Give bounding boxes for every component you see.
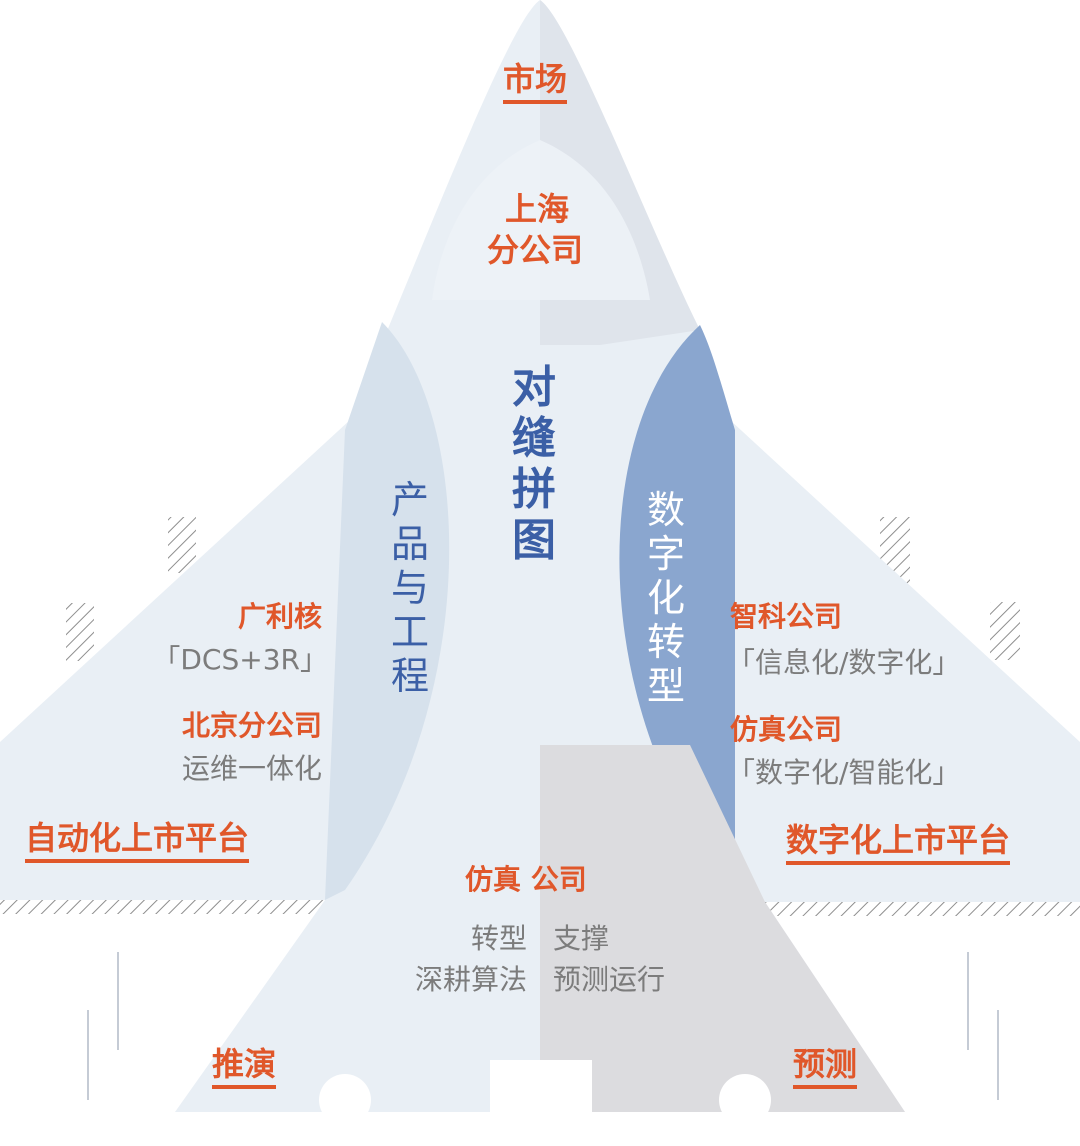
shanghai-branch-line2: 分公司 xyxy=(487,231,584,269)
band-left-title: 产 品 与 工 程 xyxy=(391,478,429,698)
nose-highlight xyxy=(432,140,650,300)
center-title-char: 缝 xyxy=(512,413,556,465)
hatch-mark-right-mid xyxy=(990,602,1020,660)
band-left-char: 与 xyxy=(391,566,430,611)
airframe xyxy=(0,0,1080,1112)
band-left-char: 程 xyxy=(391,654,430,699)
right-wing-platform: 数字化上市平台 xyxy=(786,824,1011,865)
band-right-title: 数 字 化 转 型 xyxy=(647,488,685,708)
left-wing-company2-desc: 运维一体化 xyxy=(181,752,322,785)
bottom-row2-right: 预测运行 xyxy=(553,963,666,996)
bottom-row1-left: 转型 xyxy=(470,922,527,955)
hatch-mark-left-top xyxy=(168,517,196,573)
center-title-char: 拼 xyxy=(512,464,556,516)
band-left-char: 工 xyxy=(391,610,430,655)
center-title-char: 对 xyxy=(512,362,556,413)
right-wing-company1: 智科公司 xyxy=(730,600,843,633)
tail-gap xyxy=(490,1060,592,1120)
right-wing-company2: 仿真公司 xyxy=(730,713,843,746)
band-right-char: 转 xyxy=(647,620,686,665)
band-right-char: 字 xyxy=(647,532,686,577)
bottom-row2-left: 深耕算法 xyxy=(414,963,527,996)
tail-label-prediction: 预测 xyxy=(793,1048,858,1089)
band-right xyxy=(619,325,735,890)
band-right-char: 化 xyxy=(647,576,686,621)
shanghai-branch-line1: 上海 xyxy=(505,190,570,228)
tail-shade xyxy=(540,745,905,1112)
left-wing-company2: 北京分公司 xyxy=(181,709,322,742)
nose-label-market: 市场 xyxy=(503,63,568,104)
band-right-char: 数 xyxy=(647,488,686,532)
band-left-char: 品 xyxy=(391,522,430,567)
tail-notch-left xyxy=(319,1074,371,1126)
center-title: 对 缝 拼 图 xyxy=(512,362,556,566)
right-wing-company1-desc: 「信息化/数字化」 xyxy=(727,646,961,679)
center-title-char: 图 xyxy=(512,515,556,567)
bottom-company: 仿真 公司 xyxy=(465,863,587,896)
band-left-char: 产 xyxy=(391,478,430,522)
bottom-row1-right: 支撑 xyxy=(553,922,610,955)
left-wing-platform: 自动化上市平台 xyxy=(25,822,250,863)
band-right-char: 型 xyxy=(647,664,686,709)
left-wing-company1: 广利核 xyxy=(237,600,322,633)
band-left xyxy=(325,322,450,900)
tail-label-deduction: 推演 xyxy=(212,1048,277,1089)
hatch-mark-left-mid xyxy=(66,603,94,661)
tail-notch-right xyxy=(719,1074,771,1126)
left-wing-company1-desc: 「DCS+3R」 xyxy=(152,643,328,676)
right-wing-company2-desc: 「数字化/智能化」 xyxy=(727,756,961,789)
